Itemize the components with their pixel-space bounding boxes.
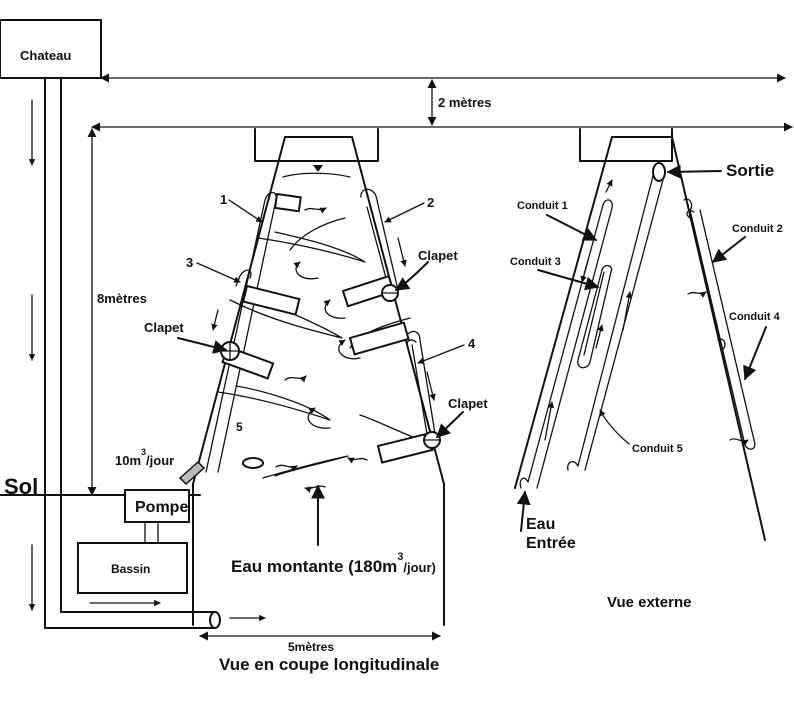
supply-pipe (28, 77, 266, 629)
two-meters-label: 2 mètres (438, 95, 491, 110)
svg-text:4: 4 (468, 336, 476, 351)
vue-externe-title: Vue externe (607, 594, 692, 611)
label-4: 4 (417, 336, 476, 364)
pump-box: Pompe (124, 489, 190, 556)
conduit-5-label: Conduit 5 (599, 409, 683, 455)
svg-text:Eau: Eau (526, 516, 555, 533)
pompe-label: Pompe (135, 499, 188, 516)
svg-text:Conduit 1: Conduit 1 (517, 200, 568, 212)
svg-text:Clapet: Clapet (448, 396, 488, 411)
external-view-tower (514, 128, 766, 541)
bassin-label: Bassin (111, 562, 150, 576)
chateau-label: Chateau (20, 48, 71, 63)
label-1: 1 (220, 192, 263, 223)
svg-text:Clapet: Clapet (418, 248, 458, 263)
label-3: 3 (186, 255, 241, 283)
dimension-8m: 8mètres (87, 128, 147, 496)
svg-text:10m3/jour: 10m3/jour (115, 447, 174, 468)
svg-text:Entrée: Entrée (526, 535, 576, 552)
svg-text:Conduit 4: Conduit 4 (729, 311, 781, 323)
svg-text:Conduit 3: Conduit 3 (510, 256, 561, 268)
cross-section-tower (178, 128, 445, 626)
label-2: 2 (384, 195, 434, 223)
sortie-label: Sortie (666, 161, 774, 180)
svg-text:Sortie: Sortie (726, 161, 774, 180)
conduit-3-label: Conduit 3 (510, 256, 600, 291)
conduit-4-label: Conduit 4 (729, 311, 781, 381)
label-5: 5 (236, 420, 243, 434)
chateau-box: Chateau (0, 19, 102, 79)
svg-text:Conduit 2: Conduit 2 (732, 223, 783, 235)
svg-text:2: 2 (427, 195, 434, 210)
eau-montante-label: Eau montante (180m3/jour) (231, 551, 436, 576)
sol-label: Sol (4, 474, 38, 499)
conduit-1-label: Conduit 1 (517, 200, 598, 241)
basin-box: Bassin (77, 542, 188, 594)
clapet-label-right-bottom: Clapet (435, 396, 488, 438)
vue-coupe-title: Vue en coupe longitudinale (219, 655, 439, 674)
svg-text:Clapet: Clapet (144, 320, 184, 335)
conduit-2-label: Conduit 2 (711, 223, 783, 263)
eight-meters-label: 8mètres (97, 291, 147, 306)
eau-entree-label: Eau Entrée (516, 490, 576, 552)
clapet-label-left: Clapet (144, 320, 228, 354)
pump-flow-label: 10m3/jour (115, 447, 174, 468)
dimension-2m: 2 mètres (91, 73, 793, 132)
svg-text:1: 1 (220, 192, 227, 207)
svg-text:Conduit 5: Conduit 5 (632, 443, 683, 455)
svg-text:Eau montante (180m3/jour): Eau montante (180m3/jour) (231, 551, 436, 576)
five-meters-label: 5mètres (288, 640, 334, 654)
clapet-label-right-top: Clapet (394, 248, 458, 291)
svg-text:3: 3 (186, 255, 193, 270)
dimension-5m: 5mètres (199, 631, 441, 654)
